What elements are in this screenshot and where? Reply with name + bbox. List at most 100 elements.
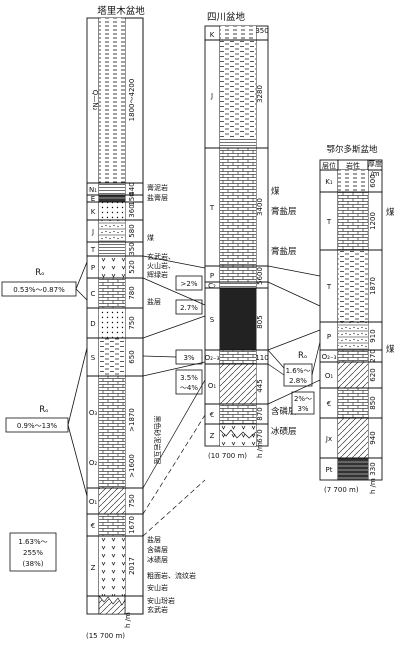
tarim-litho-c [99,278,125,308]
ordos-note-coal2: 煤 [386,344,395,355]
ordos-note-coal1: 煤 [386,207,395,218]
sichuan-ordos-lines [267,265,321,405]
ordos-unit-cam: € [327,400,331,408]
tarim-ro-box3-line1: 1.63%～ [18,538,47,546]
tarim-thick-j: 580 [128,224,136,237]
sichuan-unit-k: K [210,31,215,39]
sichuan-unit-s: S [210,316,215,324]
ro-box-gt2 [175,275,203,291]
tarim-unit-j: J [91,228,94,236]
tarim-ro-symbol-2: Rₒ [39,405,48,415]
tarim-thick-o2: >1600 [128,454,136,478]
ro-box-35-text: 3.5% [180,374,198,382]
sichuan-note-salt2: 膏盐层 [271,246,297,257]
tarim-unit-s: S [91,354,96,362]
ordos-total: (7 700 m) [324,486,359,494]
sichuan-thick-o1: 445 [256,379,264,392]
sichuan-note-salt1: 膏盐层 [271,206,297,217]
tarim-litho-e [99,195,125,202]
tarim-unit-o3: O₃ [89,409,98,417]
tarim-litho-k [99,202,125,220]
tarim-note-7: 黑色砂泥岩互层 [153,416,162,465]
tarim-litho-t [99,242,125,256]
sichuan-ro-box1: 1.6%～ [286,367,311,375]
tarim-unit-d: D [90,320,95,328]
sichuan-ro-annotations: Rₒ 1.6%～ 2.8% 2%～ 3% [267,349,315,415]
tarim-litho-s [99,338,125,376]
sichuan-thick-t: 3400 [256,198,264,216]
sichuan-thick-o23: 110 [255,354,268,362]
tarim-unit-n1: N₁ [89,186,97,194]
ordos-column: 鄂尔多斯盆地 层位 岩性 厚度 /m K₁ T T P [319,144,395,494]
tarim-axis: h /m [124,612,132,628]
tarim-thick-qn: 1800～4200 [128,79,136,122]
tarim-thick-t: 350 [128,242,136,255]
tarim-note-9: 含磷层 [147,545,168,554]
tarim-unit-cam: € [91,522,95,530]
sichuan-unit-p: P [210,272,214,280]
sichuan-ro-symbol: Rₒ [298,351,307,361]
ordos-unit-o23: O₂₋₃ [322,353,337,361]
tarim-thick-p: 520 [128,260,136,273]
sichuan-note-coal: 煤 [271,186,280,197]
tarim-unit-p: P [91,264,95,272]
ordos-thick-t1: 1200 [369,212,377,230]
tarim-total: (15 700 m) [86,632,125,640]
tarim-ro-symbol-1: Rₒ [35,268,44,278]
ro-box-gt2-text: >2% [181,280,198,288]
tarim-note-2: 煤 [147,233,154,242]
ordos-thick-cam: 850 [369,396,377,409]
sichuan-axis: h /m [256,442,264,458]
tarim-note-13: 安山玢岩 [147,596,175,605]
ordos-header-unit-m: /m [370,170,379,178]
middle-ro-boxes: >2% 2.7% 3% 3.5% ～4% [142,255,206,537]
sichuan-title: 四川盆地 [207,11,246,23]
ordos-title: 鄂尔多斯盆地 [326,144,378,155]
ordos-thick-t2: 1870 [369,277,377,295]
tarim-thick-d: 750 [128,316,136,329]
tarim-thick-c: 780 [128,286,136,299]
sichuan-unit-c2: C₂ [208,282,216,290]
tarim-litho-z [99,536,125,596]
tarim-litho-base [98,595,126,615]
sichuan-note-phos: 含磷层 [271,406,297,417]
tarim-litho-qn [99,18,125,183]
sichuan-unit-z: Z [210,432,215,440]
tarim-thick-s: 650 [128,350,136,363]
tarim-litho-n1 [99,183,125,195]
tarim-litho-o3 [99,376,125,488]
tarim-unit-t: T [90,246,96,254]
tarim-litho-j [99,220,125,242]
tarim-note-14: 玄武岩 [147,605,168,614]
ordos-thick-o1: 620 [369,368,377,381]
ro-box-27-text: 2.7% [180,304,198,312]
ordos-thick-p: 910 [369,329,377,342]
ordos-unit-t2: T [326,283,332,291]
sichuan-ro-box2b: 3% [297,405,308,413]
ordos-thick-o23: 270 [369,349,377,362]
sichuan-ro-box1b: 2.8% [289,377,307,385]
tarim-thick-z: 2017 [128,557,136,575]
tarim-unit-e: E [91,195,95,203]
ordos-unit-p: P [327,333,331,341]
sichuan-unit-cam: € [210,411,214,419]
tarim-litho-o1 [99,488,125,514]
sichuan-thick-j: 3280 [256,85,264,103]
ordos-thick-k1: 600 [369,174,377,187]
tarim-unit-c: C [91,290,96,298]
tarim-litho-cam [99,514,125,536]
tarim-note-6: 盐层 [147,297,161,306]
tarim-note-5: 辉绿岩 [147,270,168,279]
tarim-note-10: 冰碛层 [147,555,168,564]
tarim-ro-annotations: Rₒ 0.53%～0.87% Rₒ 0.9%～13% 1.63%～ 255% (… [1,261,88,572]
tarim-note-11: 粗面岩、流纹岩 [147,571,196,580]
ordos-thick-jx: 940 [369,431,377,444]
tarim-unit-z: Z [91,564,96,572]
tarim-ro-box3-line2: 255% [23,549,43,557]
sichuan-total: (10 700 m) [208,452,247,460]
tarim-unit-qn: Q—N₂ [91,90,99,111]
ro-box-27 [175,299,203,315]
ro-box-35 [175,369,203,395]
sichuan-thick-p: 5600 [256,267,264,285]
